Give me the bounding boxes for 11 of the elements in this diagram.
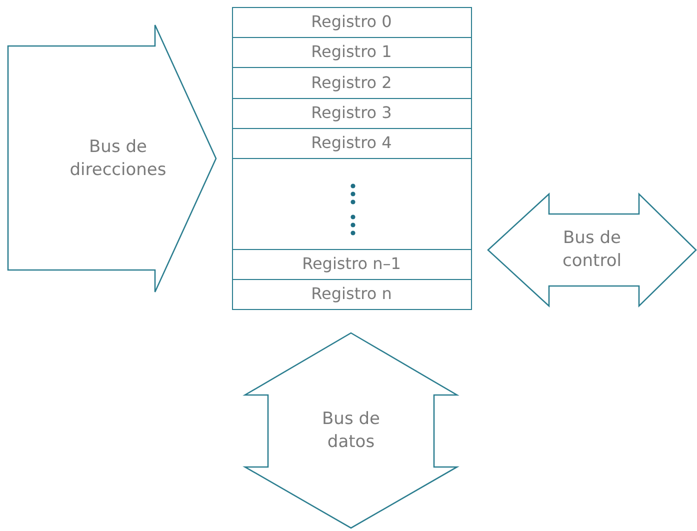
register-label: Registro n–1 xyxy=(302,253,401,275)
bus-label: Bus de control xyxy=(562,227,622,273)
register-label: Registro 4 xyxy=(311,132,392,154)
register-label: Registro n xyxy=(311,283,392,305)
register-label: Registro 2 xyxy=(311,72,392,94)
register-label: Registro 0 xyxy=(311,11,392,33)
register-label: Registro 1 xyxy=(311,41,392,63)
bus-label: Bus de datos xyxy=(321,408,381,454)
register-file-box xyxy=(232,7,472,310)
register-label: Registro 3 xyxy=(311,102,392,124)
bus-label: Bus de direcciones xyxy=(68,136,168,182)
